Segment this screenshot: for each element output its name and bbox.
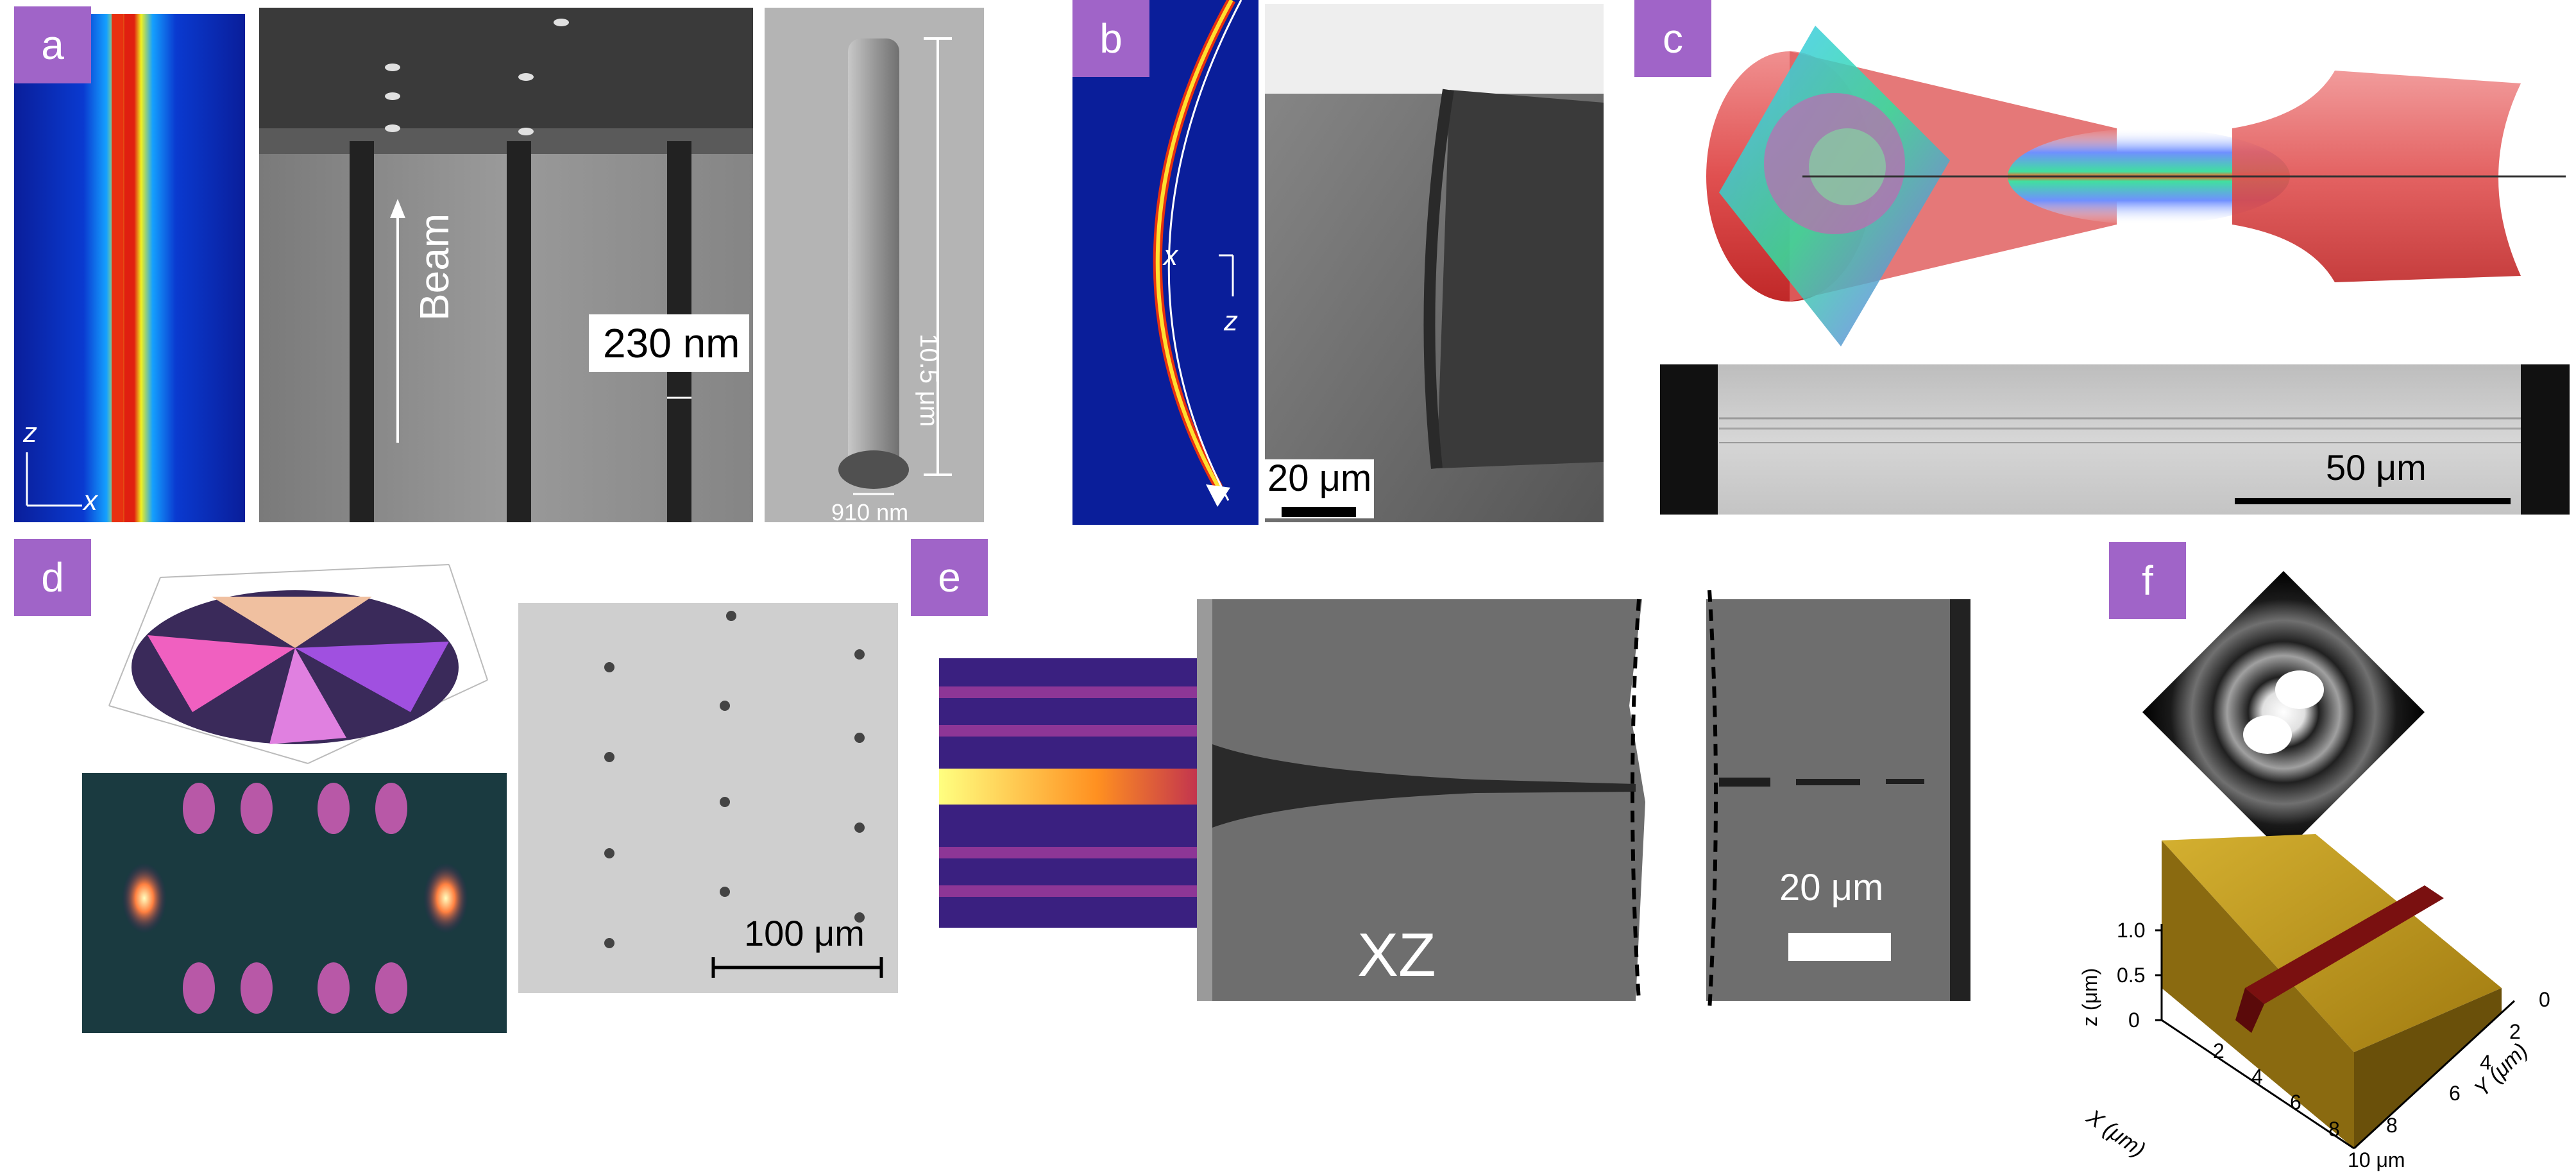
- panel-a-beam-label: Beam: [411, 213, 457, 321]
- panel-c-rendering: [1706, 26, 2566, 346]
- panel-b-axis-x: x: [1164, 240, 1178, 271]
- panel-f-z-tick-2: 0.5: [2117, 964, 2146, 987]
- panel-f-y-tick-3: 4: [2480, 1051, 2491, 1074]
- panel-a-diameter-label: 910 nm: [831, 499, 909, 525]
- panel-c-microscopy: [1660, 364, 2570, 515]
- panel-d-scale-label: 100 μm: [744, 913, 865, 953]
- panel-label-a: a: [14, 6, 91, 83]
- panel-label-e: e: [911, 539, 988, 616]
- panel-f-z-axis-label: z (μm): [2078, 967, 2101, 1027]
- panel-a-axis-z: z: [23, 417, 37, 448]
- panel-b-axis-z: z: [1224, 305, 1238, 337]
- panel-label-c: c: [1634, 0, 1711, 77]
- panel-e-plane-label: XZ: [1357, 921, 1436, 989]
- panel-f-x-tick-4: 8: [2328, 1118, 2340, 1141]
- panel-f-z-tick-3: 0: [2128, 1009, 2140, 1032]
- panel-f-y-tick-5: 8: [2386, 1114, 2398, 1137]
- panel-d-3d-phase: [108, 564, 488, 764]
- panel-b-scale-label: 20 μm: [1267, 457, 1372, 499]
- panel-f-y-tick-1: 0: [2539, 988, 2550, 1011]
- panel-a-simulation: [14, 14, 245, 522]
- panel-a-sem-channels: [259, 8, 753, 522]
- panel-f-x-tick-3: 6: [2290, 1091, 2301, 1114]
- panel-f-axes: [2155, 924, 2516, 1150]
- panel-b-simulation: [1072, 0, 1258, 525]
- panel-a-width-label-box: [589, 314, 749, 372]
- panel-label-b: b: [1072, 0, 1149, 77]
- panel-a-width-label: 230 nm: [603, 320, 740, 366]
- panel-f-y-tick-4: 6: [2449, 1082, 2461, 1105]
- panel-f-x-tick-1: 2: [2213, 1039, 2224, 1062]
- panel-e-scale-label: 20 μm: [1779, 867, 1884, 908]
- panel-f-x-tick-5: 10 μm: [2348, 1148, 2405, 1172]
- panel-e-sem-left: [1197, 599, 1645, 1001]
- panel-label-f: f: [2109, 542, 2186, 619]
- panel-d-intensity: [82, 773, 507, 1033]
- panel-f-y-tick-2: 2: [2509, 1020, 2521, 1043]
- panel-f-pattern: [2142, 571, 2425, 853]
- panel-e-beam-profile: [939, 658, 1202, 928]
- panel-c-scale-label: 50 μm: [2326, 447, 2427, 488]
- panel-a-sem-rod: [765, 8, 984, 522]
- panel-f-z-tick-1: 1.0: [2117, 919, 2146, 942]
- panel-a-axes: [26, 452, 82, 507]
- panel-a-height-label: 10.5 μm: [915, 334, 943, 427]
- panel-f-x-tick-2: 4: [2251, 1065, 2263, 1088]
- panel-e-sem-right: [1706, 590, 1970, 1011]
- panel-label-d: d: [14, 539, 91, 616]
- panel-a-axis-x: x: [83, 485, 97, 516]
- panel-f-afm: [2162, 834, 2502, 1148]
- panel-b-sem: [1265, 4, 1604, 522]
- panel-d-sem: [518, 603, 898, 993]
